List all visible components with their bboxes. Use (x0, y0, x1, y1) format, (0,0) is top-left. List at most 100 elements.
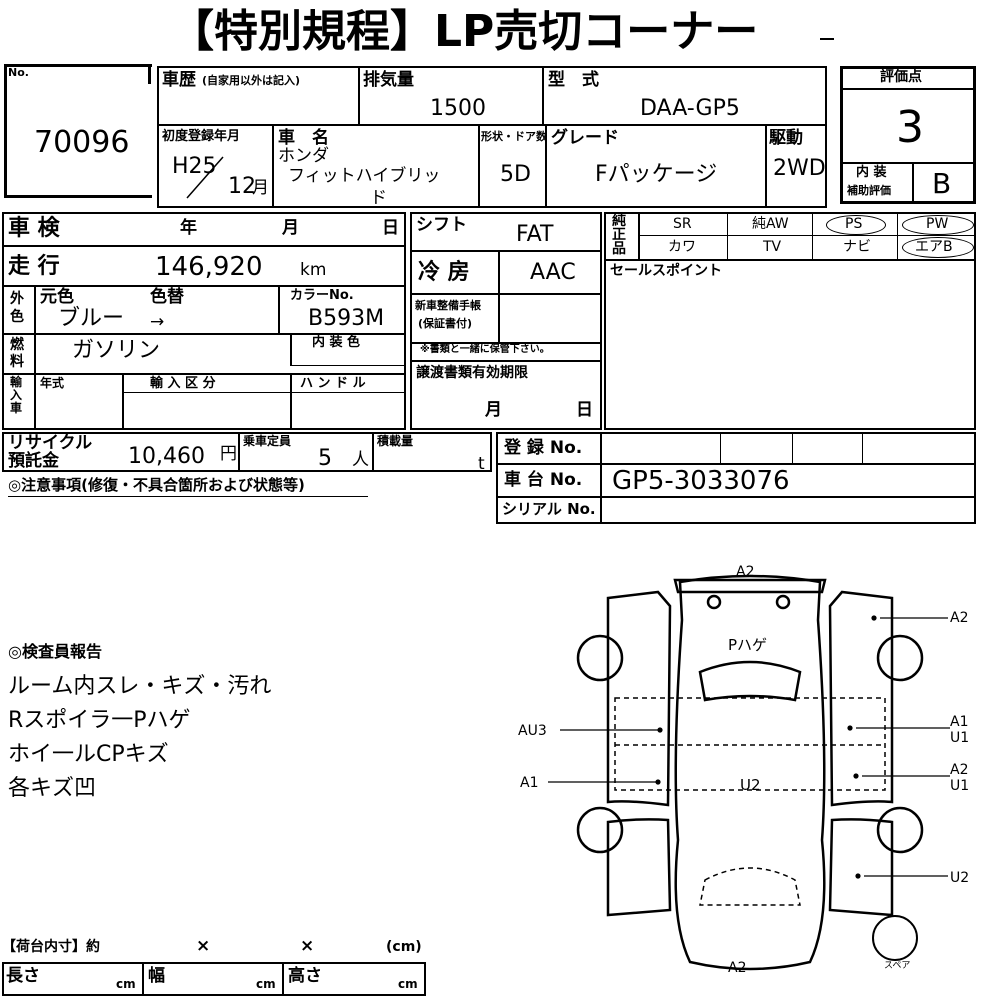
diagram-label-top: A2 (736, 564, 754, 580)
serial-no-label: シリアル No. (502, 500, 596, 518)
capacity-value: 5 (318, 446, 332, 471)
color-change-label: 色替 (150, 287, 184, 307)
diagram-right-label-4: A2 (950, 762, 968, 778)
first-reg-month-unit: 月 (252, 178, 269, 198)
orig-color-label: 元色 (40, 287, 74, 307)
color-code-label: カラーNo. (290, 288, 354, 303)
first-reg-month: 12 (228, 174, 256, 199)
maintenance-label-1: 新車整備手帳 (415, 299, 481, 312)
shaken-year-unit: 年 (180, 218, 197, 238)
recycle-row (2, 432, 492, 472)
import-side-label: 輸入車 (10, 375, 23, 415)
maintenance-label-2: (保証書付) (418, 317, 473, 330)
import-class-label: 輸 入 区 分 (150, 376, 216, 391)
ac-label: 冷 房 (418, 260, 470, 285)
history-note: (自家用以外は記入) (202, 74, 301, 87)
cargo-times-2: × (300, 936, 315, 956)
car-maker: ホンダ (278, 146, 329, 166)
diagram-right-label-3: U1 (950, 730, 969, 746)
diagram-right-label-5: U1 (950, 778, 969, 794)
cargo-title: 【荷台内寸】約 (2, 939, 100, 955)
fuel-side-label: 燃料 (10, 337, 24, 370)
rating-box (840, 66, 976, 204)
cargo-times-1: × (196, 936, 211, 956)
doors-value: 5D (500, 162, 531, 187)
maintenance-note: ※書類と一緒に保管下さい。 (420, 344, 550, 355)
ac-value: AAC (530, 260, 576, 285)
recycle-label-1: リサイクル (8, 433, 93, 453)
sales-point-label: セールスポイント (610, 263, 722, 279)
chassis-no-value: GP5-3033076 (612, 466, 790, 496)
equip-tv: TV (763, 239, 782, 255)
diagram-label-roof: U2 (740, 776, 761, 794)
inspector-line-4: 各キズ凹 (8, 776, 97, 801)
inspector-report-title: ◎検査員報告 (8, 642, 102, 661)
import-handle-label: ハ ン ド ル (300, 376, 366, 391)
inspection-table (2, 212, 406, 430)
capacity-unit: 人 (352, 450, 369, 470)
transfer-day-unit: 日 (576, 400, 593, 420)
lot-number-box (4, 64, 152, 198)
model-label: 型 式 (548, 70, 599, 90)
equip-airbag: エアB (915, 239, 953, 255)
rating-value: 3 (896, 102, 924, 153)
car-name-label: 車 名 (278, 128, 329, 148)
mileage-unit: km (300, 260, 327, 280)
diagram-right-label-2: A1 (950, 714, 968, 730)
caution-label: ◎注意事項(修復・不具合箇所および状態等) (8, 476, 305, 494)
equip-pw: PW (926, 216, 949, 232)
cargo-length-unit: cm (116, 977, 136, 991)
color-code-value: B593M (308, 306, 385, 331)
mileage-label: 走 行 (8, 254, 60, 279)
rating-label: 評価点 (880, 69, 922, 85)
drive-label: 駆動 (769, 128, 803, 148)
equip-circle-pw (902, 215, 974, 235)
recycle-value: 10,460 (128, 444, 205, 469)
exterior-color-side-label: 外色 (10, 291, 24, 325)
transfer-label: 譲渡書類有効期限 (416, 365, 528, 381)
equip-circle-airbag (902, 237, 974, 258)
orig-color-value: ブルー (58, 306, 125, 331)
mileage-value: 146,920 (155, 252, 263, 282)
color-arrow: → (150, 312, 165, 332)
grade-value: Fパッケージ (595, 162, 718, 187)
cargo-unit-label: (cm) (386, 939, 422, 955)
cargo-height-unit: cm (398, 977, 418, 991)
history-label: 車歴 (162, 70, 196, 90)
chassis-no-label: 車 台 No. (504, 470, 583, 490)
interior-color-label: 内 装 色 (312, 335, 361, 350)
vehicle-info-table (157, 66, 827, 208)
doors-label: 形状・ドア数 (481, 130, 547, 143)
diagram-label-spare: スペア (884, 961, 910, 971)
registration-table (496, 432, 976, 524)
inspector-line-3: ホイ一ルCPキズ (8, 742, 169, 767)
displacement-value: 1500 (430, 96, 486, 121)
car-damage-diagram: A2 Pハゲ U2 A2 スペア AU3 A1 A2 A1 U1 A2 U1 U… (518, 564, 969, 976)
reg-no-label: 登 録 No. (504, 438, 583, 458)
transfer-month-unit: 月 (485, 400, 502, 420)
diagram-label-bottom: A2 (728, 960, 746, 976)
first-reg-era-year: H25 (172, 154, 217, 179)
shaken-label: 車 検 (8, 216, 60, 241)
equip-alloy-wheels: 純AW (752, 216, 789, 232)
oem-side-label: 純正品 (612, 213, 626, 257)
equipment-sales-table (604, 212, 976, 430)
model-value: DAA-GP5 (640, 96, 740, 121)
equip-sr: SR (673, 216, 692, 232)
equip-circle-ps (826, 215, 886, 235)
aux-rating-label: 補助評価 (847, 184, 891, 197)
shift-ac-table (410, 212, 602, 430)
inspector-line-2: Rスポイラ一Pハゲ (8, 708, 191, 733)
car-name-line1: フィットハイブリッ (288, 166, 441, 186)
grade-label: グレード (551, 128, 619, 148)
interior-label: 内 装 (856, 165, 887, 180)
shaken-day-unit: 日 (382, 218, 399, 238)
cargo-table (2, 962, 426, 996)
diagram-label-spoiler: Pハゲ (728, 636, 767, 654)
capacity-label: 乗車定員 (243, 434, 292, 448)
fuel-value: ガソリン (72, 338, 161, 363)
interior-rating-value: B (932, 167, 952, 200)
cargo-height-label: 高さ (288, 966, 322, 986)
cargo-length-label: 長さ (6, 966, 40, 986)
diagram-left-label-2: A1 (520, 775, 538, 791)
